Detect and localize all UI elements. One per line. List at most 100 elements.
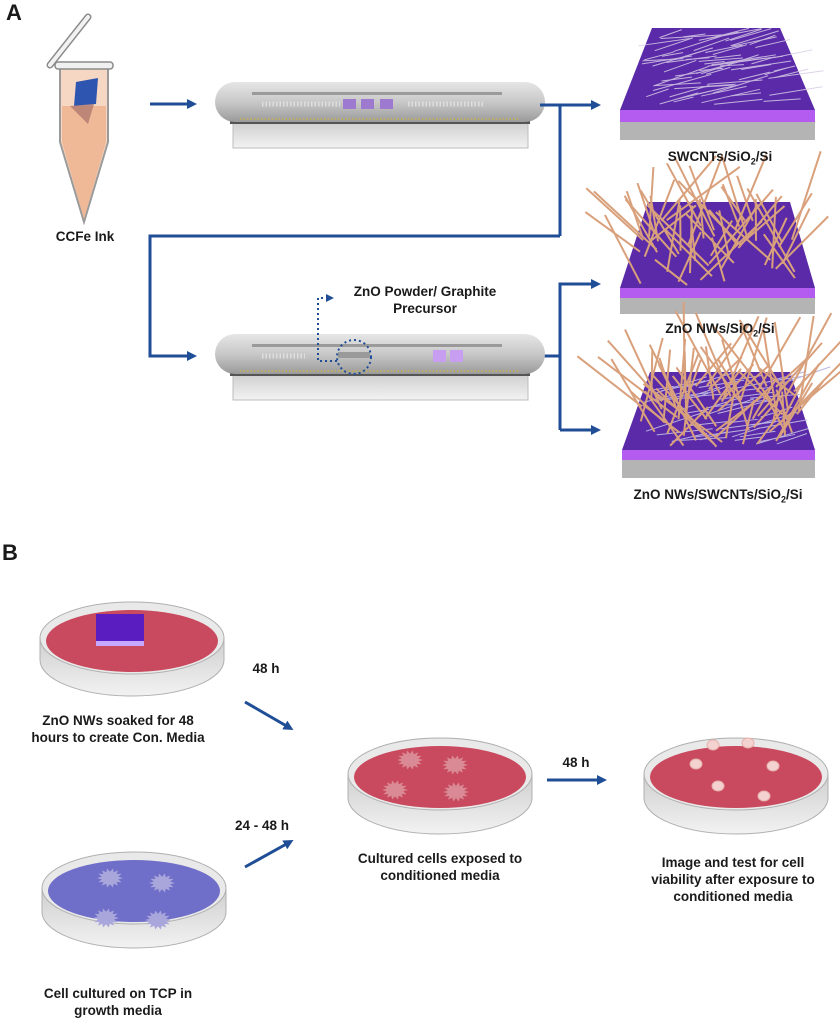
nanowire bbox=[775, 357, 808, 388]
nanowire bbox=[689, 215, 697, 262]
nanowire bbox=[719, 203, 759, 270]
nanowire bbox=[738, 319, 783, 389]
nanotube bbox=[775, 366, 831, 386]
nanotube bbox=[675, 71, 701, 77]
arrow-24-48h-diagonal bbox=[244, 840, 294, 869]
nanotube bbox=[705, 66, 731, 75]
dish3-caption: Cultured cells exposed to conditioned me… bbox=[357, 851, 523, 883]
nanowire bbox=[720, 155, 749, 240]
nanotube bbox=[679, 87, 726, 100]
nanotube bbox=[653, 73, 712, 92]
nanowire bbox=[784, 312, 833, 398]
nanowire bbox=[657, 363, 697, 441]
nanowire bbox=[682, 347, 695, 436]
dish1-caption: ZnO NWs soaked for 48 hours to create Co… bbox=[31, 713, 205, 745]
nanotube bbox=[666, 55, 717, 64]
nanotube bbox=[674, 48, 709, 61]
nanowire bbox=[604, 214, 642, 285]
nanotube bbox=[734, 436, 763, 441]
nanowire bbox=[797, 315, 815, 413]
dish4-caption: Image and test for cell viability after … bbox=[651, 855, 815, 904]
nanowire bbox=[715, 211, 771, 261]
nanotube bbox=[707, 79, 763, 85]
nanotube bbox=[704, 61, 725, 65]
nanotube bbox=[732, 36, 777, 47]
nanowire bbox=[756, 409, 784, 445]
dish-viability-test bbox=[643, 737, 829, 835]
nanotube bbox=[701, 85, 747, 97]
nanowire bbox=[636, 182, 655, 230]
nanowire bbox=[768, 370, 840, 433]
cell-icon bbox=[149, 873, 175, 893]
cvd-furnace-1 bbox=[215, 82, 545, 149]
time-label-48h-right: 48 h bbox=[562, 755, 590, 770]
cell-icon bbox=[145, 910, 171, 930]
nanowire bbox=[711, 323, 773, 401]
nanotube bbox=[659, 92, 699, 105]
nanowire bbox=[751, 378, 777, 420]
nanowire bbox=[710, 237, 726, 282]
nanowire bbox=[576, 355, 643, 408]
nanotube bbox=[673, 96, 694, 103]
nanotube bbox=[755, 39, 791, 48]
nanotube bbox=[712, 44, 748, 56]
nanotube bbox=[700, 54, 759, 75]
nanowire bbox=[756, 316, 802, 393]
nanotube bbox=[755, 428, 809, 445]
nanotube bbox=[659, 29, 682, 39]
nanowire bbox=[771, 196, 777, 269]
round-cell-icon bbox=[711, 780, 725, 792]
cvd-furnace-2 bbox=[215, 294, 545, 401]
round-cell-icon bbox=[689, 758, 703, 770]
cell-icon bbox=[93, 908, 119, 928]
nanowire bbox=[646, 204, 710, 267]
nanotube bbox=[776, 433, 808, 445]
nanowire bbox=[763, 233, 796, 279]
nanowire bbox=[763, 217, 788, 266]
substrate-zno-nws bbox=[584, 151, 829, 314]
nanowire bbox=[757, 342, 823, 417]
nanotube bbox=[698, 57, 743, 62]
nanowire bbox=[796, 381, 824, 415]
nanotube bbox=[738, 71, 771, 81]
nanotube bbox=[711, 399, 768, 408]
nanowire bbox=[706, 323, 750, 387]
nanowire bbox=[737, 195, 783, 249]
nanotube bbox=[701, 88, 760, 104]
nanowire bbox=[694, 342, 732, 387]
nanotube bbox=[730, 28, 772, 41]
nanotube bbox=[764, 67, 788, 76]
dish-conditioning-media bbox=[39, 601, 225, 697]
nanowire bbox=[674, 310, 721, 394]
nanowire bbox=[761, 389, 787, 433]
nanowire bbox=[739, 323, 768, 387]
product-label-zno-nws: ZnO NWs/SiO2/Si bbox=[665, 321, 775, 339]
nanotube bbox=[653, 66, 709, 87]
cell-icon bbox=[382, 780, 408, 800]
nanowire bbox=[793, 340, 840, 393]
nanowire bbox=[624, 198, 678, 258]
nanowire bbox=[650, 349, 654, 399]
nanotube bbox=[714, 54, 742, 59]
nanowire bbox=[777, 192, 813, 248]
nanowire bbox=[666, 198, 681, 272]
nanowire bbox=[654, 258, 688, 286]
time-label-48h-top: 48 h bbox=[252, 661, 280, 676]
nanowire bbox=[630, 390, 666, 424]
dish-growth-media bbox=[41, 851, 227, 949]
nanotube bbox=[646, 88, 669, 98]
nanotube bbox=[769, 86, 823, 96]
nanowire bbox=[585, 187, 644, 241]
nanotube bbox=[763, 98, 801, 102]
nanowire bbox=[790, 151, 822, 241]
nanotube bbox=[774, 68, 809, 79]
dish-cells-exposed bbox=[347, 737, 533, 835]
nanowire bbox=[795, 362, 840, 409]
nanotube bbox=[749, 34, 776, 46]
nanowire bbox=[675, 366, 718, 427]
nanotube bbox=[654, 37, 694, 52]
nanowire bbox=[687, 156, 723, 246]
substrate-zno-nws-swcnts bbox=[576, 301, 840, 478]
nanotube bbox=[700, 83, 736, 88]
arrow-48h-diagonal bbox=[244, 700, 294, 731]
